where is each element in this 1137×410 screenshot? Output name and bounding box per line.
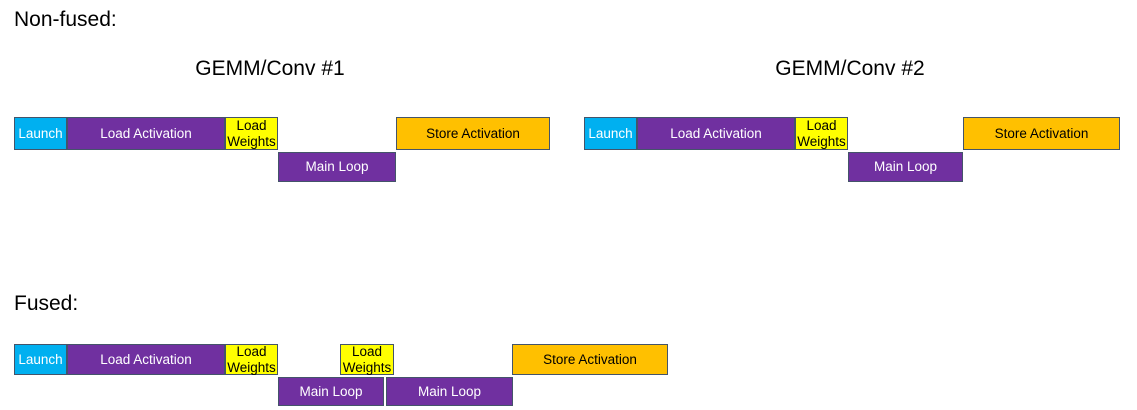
timeline-block-store-activation: Store Activation <box>963 117 1120 150</box>
timeline-block-main-loop: Main Loop <box>278 377 384 406</box>
timeline-block-load-weights: Load Weights <box>225 344 278 375</box>
timeline-block-store-activation: Store Activation <box>512 344 668 375</box>
timeline-block-launch: Launch <box>14 117 67 150</box>
section-label-non-fused: Non-fused: <box>14 8 117 31</box>
timeline-block-main-loop: Main Loop <box>848 152 963 182</box>
group-title-gemm-conv-2: GEMM/Conv #2 <box>775 57 925 80</box>
section-label-fused: Fused: <box>14 292 79 315</box>
timeline-block-launch: Launch <box>14 344 67 375</box>
timeline-block-load-weights: Load Weights <box>795 117 848 150</box>
timeline-block-store-activation: Store Activation <box>396 117 550 150</box>
timeline-block-load-weights: Load Weights <box>225 117 278 150</box>
timeline-block-launch: Launch <box>584 117 637 150</box>
timeline-block-load-weights: Load Weights <box>340 344 394 375</box>
timeline-block-load-activation: Load Activation <box>67 344 225 375</box>
timeline-block-main-loop: Main Loop <box>386 377 513 406</box>
group-title-gemm-conv-1: GEMM/Conv #1 <box>195 57 345 80</box>
timeline-block-main-loop: Main Loop <box>278 152 396 182</box>
timeline-block-load-activation: Load Activation <box>67 117 225 150</box>
timeline-block-load-activation: Load Activation <box>637 117 795 150</box>
